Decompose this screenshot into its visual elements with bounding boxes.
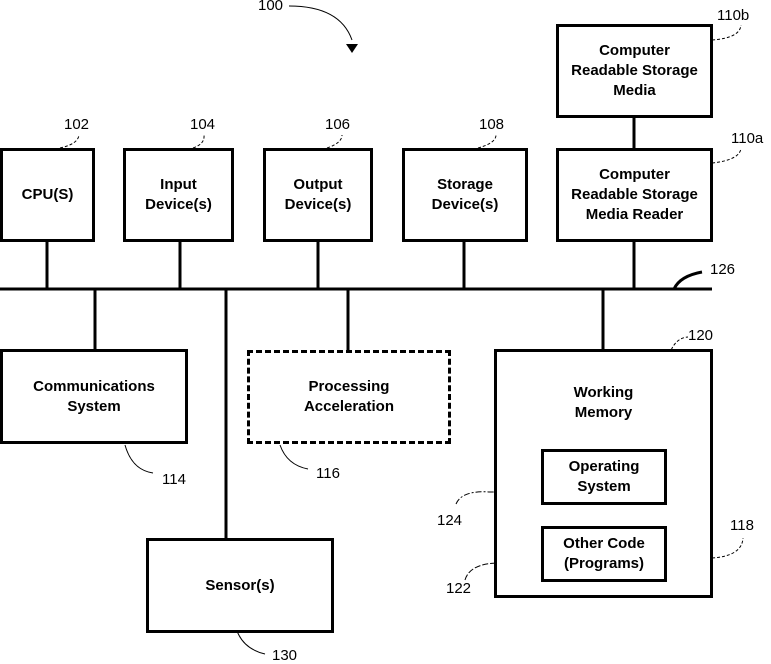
cpu-box: CPU(S) [0,148,95,242]
storage-media-reader-box: Computer Readable Storage Media Reader [556,148,713,242]
storage-devices-box: Storage Device(s) [402,148,528,242]
operating-system-ref: 124 [437,512,462,529]
operating-system-label: Operating System [569,457,640,497]
figure-ref-label: 100 [258,0,283,14]
leader-116 [280,445,308,469]
leader-108 [478,135,496,148]
storage-media-reader-label: Computer Readable Storage Media Reader [571,165,698,225]
sensors-box: Sensor(s) [146,538,334,633]
processing-acceleration-box: Processing Acceleration [247,350,451,444]
input-devices-label: Input Device(s) [145,175,212,215]
arrow-head-icon [346,44,358,53]
leader-110a [712,148,741,163]
storage-media-reader-ref: 110a [731,130,763,147]
other-code-box: Other Code (Programs) [541,526,667,582]
storage-media-box: Computer Readable Storage Media [556,24,713,118]
output-devices-ref: 106 [325,116,350,133]
other-code-label: Other Code (Programs) [563,534,645,574]
leader-102 [60,135,79,148]
output-devices-box: Output Device(s) [263,148,373,242]
working-memory-label: Working Memory [494,383,713,423]
leader-104 [193,135,204,148]
input-devices-box: Input Device(s) [123,148,234,242]
storage-media-label: Computer Readable Storage Media [571,41,698,101]
figure-ref-leader [289,6,352,40]
working-memory-ref: 120 [688,327,713,344]
storage-media-ref: 110b [717,7,749,24]
processing-acceleration-label: Processing Acceleration [304,377,394,417]
leader-114 [125,445,153,473]
sensors-label: Sensor(s) [205,576,274,596]
input-devices-ref: 104 [190,116,215,133]
cpu-ref: 102 [64,116,89,133]
leader-118 [712,538,743,558]
bus-ref-label: 126 [710,261,735,278]
other-code-ref: 122 [446,580,471,597]
sensors-ref: 130 [272,647,297,664]
leader-106 [327,135,342,148]
operating-system-box: Operating System [541,449,667,505]
communications-system-label: Communications System [33,377,155,417]
working-memory-container-ref: 118 [730,517,754,534]
leader-110b [712,25,741,40]
cpu-label: CPU(S) [22,185,74,205]
communications-system-box: Communications System [0,349,188,444]
storage-devices-label: Storage Device(s) [432,175,499,215]
processing-acceleration-ref: 116 [316,465,340,482]
storage-devices-ref: 108 [479,116,504,133]
output-devices-label: Output Device(s) [285,175,352,215]
bus-ref-leader [674,272,702,289]
communications-system-ref: 114 [162,471,186,488]
